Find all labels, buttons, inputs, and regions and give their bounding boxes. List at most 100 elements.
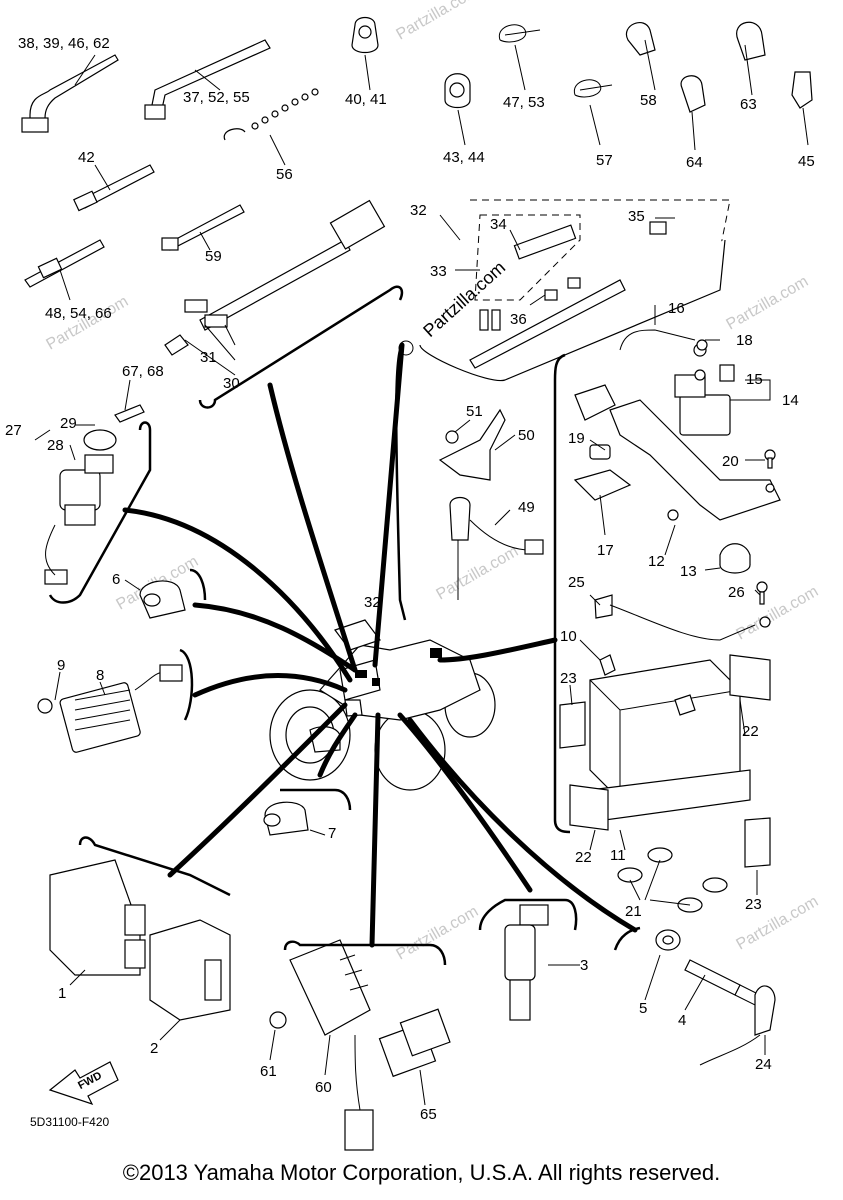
cable-tie-59	[161, 204, 245, 251]
callout-label: 15	[746, 371, 763, 388]
fwd-arrow-icon: FWD	[48, 1061, 119, 1106]
callout-label: 2	[150, 1040, 158, 1057]
callout-label: 29	[60, 415, 77, 432]
callout-label: 58	[640, 92, 657, 109]
callout-label: 43, 44	[443, 149, 485, 166]
callout-label: 10	[560, 628, 577, 645]
callout-label: 61	[260, 1063, 277, 1080]
callout-label: 35	[628, 208, 645, 225]
copyright-mark-icon	[398, 340, 414, 356]
fuse-17	[573, 444, 632, 501]
callout-label: 48, 54, 66	[45, 305, 112, 322]
plug-cap-24	[613, 926, 776, 1066]
harness-32-assembly	[419, 199, 731, 382]
harness-30-box	[164, 199, 404, 409]
callout-label: 34	[490, 216, 507, 233]
callout-label: 8	[96, 667, 104, 684]
sensor-3	[478, 898, 578, 1021]
pad-22	[569, 654, 771, 831]
callout-label: 65	[420, 1106, 437, 1123]
callout-label: 33	[430, 263, 447, 280]
neutral-switch-6	[139, 568, 207, 619]
callout-label: 59	[205, 248, 222, 265]
callout-label: 57	[596, 152, 613, 169]
cdi-unit-1	[49, 836, 231, 976]
callout-label: 5	[639, 1000, 647, 1017]
callout-label: 12	[648, 553, 665, 570]
callout-label: 30	[223, 375, 240, 392]
callout-label: 31	[200, 349, 217, 366]
callout-label: 20	[722, 453, 739, 470]
clamp-57	[573, 79, 613, 98]
callout-labels: 38, 39, 46, 62 37, 52, 55 40, 41 47, 53 …	[5, 35, 815, 1123]
cable-tie-38	[21, 54, 119, 133]
bolt-26	[756, 581, 768, 605]
callout-label: 37, 52, 55	[183, 89, 250, 106]
watermark: Partzilla.com	[734, 583, 822, 644]
spark-plug-4	[684, 959, 761, 1006]
watermark: Partzilla.com	[434, 543, 522, 604]
callout-label: 16	[668, 300, 685, 317]
callout-label: 22	[742, 723, 759, 740]
callout-label: 18	[736, 332, 753, 349]
callout-label: 13	[680, 563, 697, 580]
callout-label: 26	[728, 584, 745, 601]
callout-label: 56	[276, 166, 293, 183]
callout-label: 14	[782, 392, 799, 409]
cable-tie-42	[73, 164, 155, 212]
callout-label: 60	[315, 1079, 332, 1096]
callout-label: 32	[410, 202, 427, 219]
callout-label: 27	[5, 422, 22, 439]
callout-label: 51	[466, 403, 483, 420]
callout-label: 36	[510, 311, 527, 328]
callout-label: 67, 68	[122, 363, 164, 380]
battery-bracket-box	[553, 353, 571, 834]
watermark: Partzilla.com	[44, 293, 132, 354]
clip-64	[680, 75, 706, 113]
clamp-47	[498, 24, 541, 43]
damper-13	[719, 543, 751, 574]
copyright-notice: ©2013 Yamaha Motor Corporation, U.S.A. A…	[122, 1160, 721, 1185]
callout-label: 45	[798, 153, 815, 170]
callout-label: 32	[364, 594, 381, 611]
callout-label: 4	[678, 1012, 686, 1029]
washer-5	[655, 929, 681, 951]
callout-label: 22	[575, 849, 592, 866]
atv-illustration	[269, 619, 496, 791]
callout-label: 49	[518, 499, 535, 516]
starter-relay-14	[674, 343, 735, 436]
callout-label: 50	[518, 427, 535, 444]
cap-21	[617, 847, 728, 913]
callout-label: 3	[580, 957, 588, 974]
callout-label: 40, 41	[345, 91, 387, 108]
callout-label: 11	[610, 847, 626, 864]
rectifier-regulator-8	[37, 648, 194, 753]
switch-bracket-50	[438, 408, 506, 481]
cable-tie-37	[144, 39, 271, 120]
callout-label: 21	[625, 903, 642, 920]
callout-label: 6	[112, 571, 120, 588]
relay-2	[149, 919, 231, 1021]
callout-label: 19	[568, 430, 585, 447]
ignition-coil-60	[269, 939, 447, 1151]
callout-label: 28	[47, 437, 64, 454]
bead-band-56	[223, 88, 319, 141]
callout-label: 23	[745, 896, 762, 913]
callout-label: 25	[568, 574, 585, 591]
bolt-20	[764, 449, 776, 469]
main-switch-27	[44, 404, 152, 604]
battery-bracket-12	[609, 399, 781, 521]
clamp-40	[351, 16, 379, 54]
callout-label: 23	[560, 670, 577, 687]
bolt-18	[696, 339, 708, 351]
callout-label: 24	[755, 1056, 772, 1073]
clip-45	[791, 71, 813, 109]
battery-11	[589, 654, 751, 821]
watermark: Partzilla.com	[394, 0, 482, 43]
callout-label: 42	[78, 149, 95, 166]
pad-23	[559, 701, 771, 868]
cable-tie-48	[24, 239, 105, 288]
clip-63	[736, 21, 766, 61]
callout-label: 38, 39, 46, 62	[18, 35, 110, 52]
